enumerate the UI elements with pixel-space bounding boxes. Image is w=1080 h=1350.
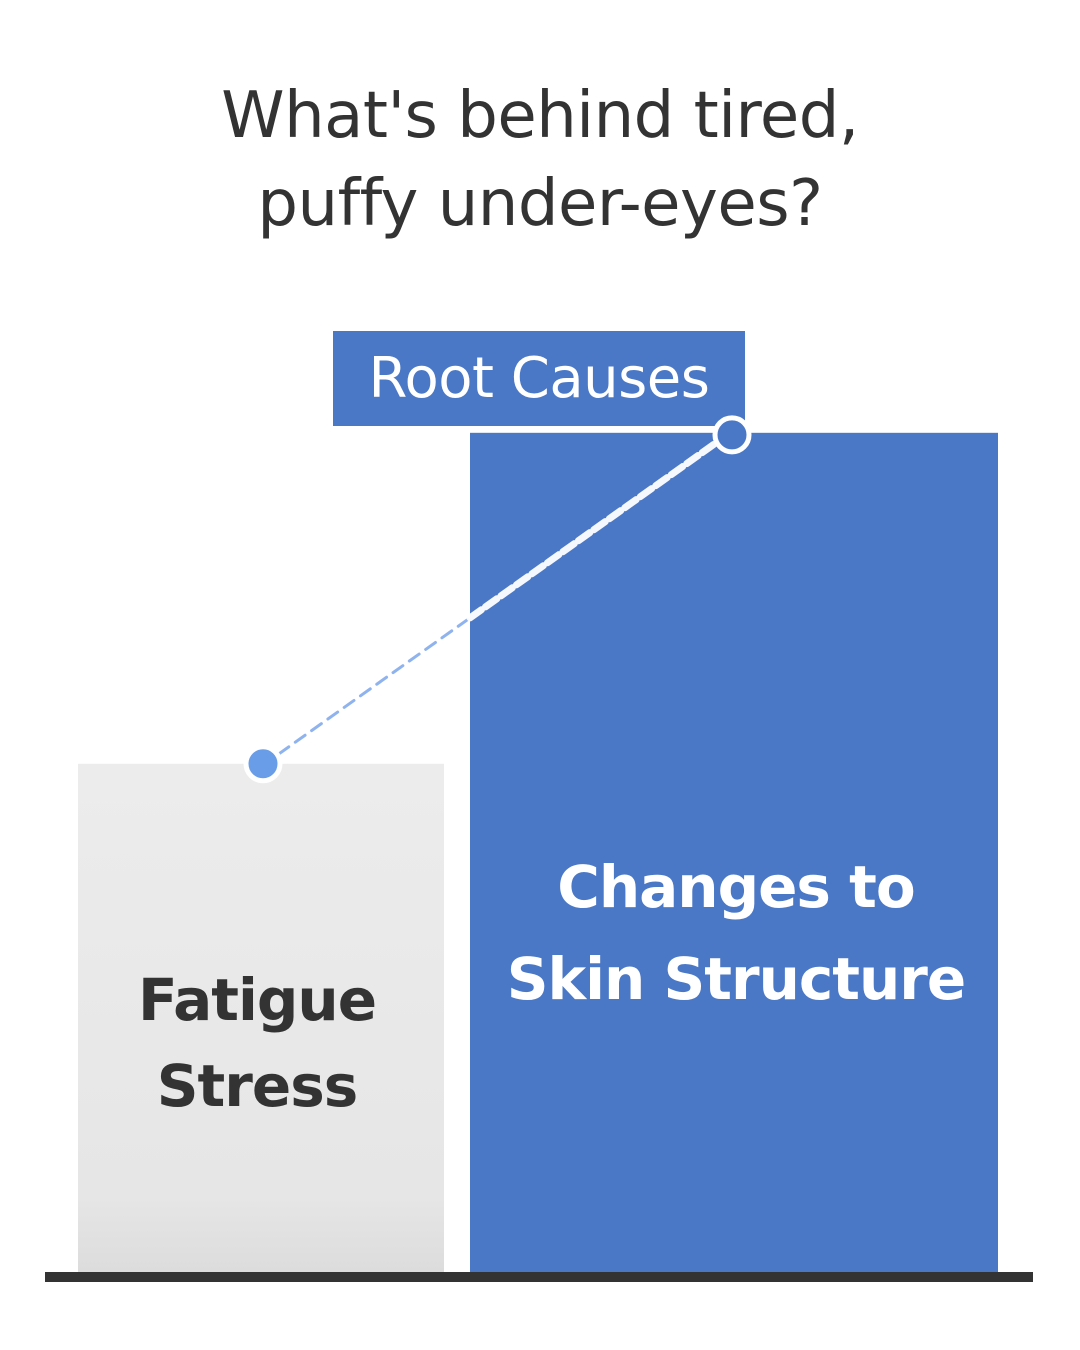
root-causes-badge: Root Causes bbox=[333, 331, 745, 426]
connector-dashed-segment bbox=[277, 616, 472, 756]
connector-chain-segment bbox=[466, 439, 720, 622]
page-title: What's behind tired, puffy under-eyes? bbox=[0, 72, 1080, 248]
bar-label-stress: Stress bbox=[157, 1052, 357, 1120]
bar-changes-to-skin-structure bbox=[470, 432, 998, 1273]
title-line-2: puffy under-eyes? bbox=[257, 167, 823, 241]
chart-baseline bbox=[45, 1272, 1033, 1282]
bar-label-skin-structure: Skin Structure bbox=[507, 945, 965, 1013]
connector-line bbox=[277, 439, 720, 756]
marker-fatigue-stress bbox=[243, 744, 283, 784]
bar-fatigue-stress bbox=[78, 763, 444, 1273]
title-line-1: What's behind tired, bbox=[221, 79, 859, 153]
bar-label-fatigue: Fatigue bbox=[138, 966, 376, 1034]
marker-changes-to-skin-structure bbox=[712, 415, 752, 455]
bar-label-changes-to: Changes to bbox=[557, 853, 914, 921]
